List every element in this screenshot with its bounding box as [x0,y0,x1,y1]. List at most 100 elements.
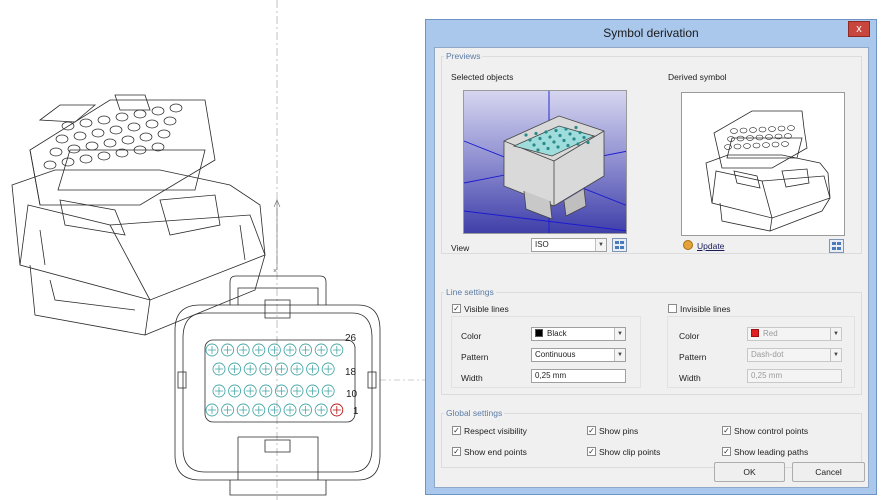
pin-hole [730,128,738,134]
show-pins-label: Show pins [599,426,639,436]
pin-symbol [221,403,235,417]
front-pin-grid [205,343,344,417]
show-leading-paths-checkbox[interactable]: ✓ [722,447,731,456]
pin-hole [758,126,767,133]
pin-symbol [236,343,250,357]
pin-hole [115,148,129,158]
update-link[interactable]: Update [697,241,725,251]
pin-symbol [252,403,266,417]
pin-symbol [321,384,335,398]
visible-color-label: Color [461,331,482,341]
pin-symbol [228,384,242,398]
dialog-titlebar[interactable]: Symbol derivation x [426,20,876,46]
pin-dot [564,127,568,131]
respect-visibility-checkbox[interactable]: ✓ [452,426,461,435]
invisible-pattern-label: Pattern [679,352,707,362]
dialog-title: Symbol derivation [603,26,699,40]
pin-dot [586,140,590,145]
symbol-derivation-dialog: Symbol derivation x Previews Selected ob… [425,19,877,495]
pin-hole [61,157,75,167]
selected-objects-preview[interactable] [463,90,627,234]
view-select[interactable]: ISO ▼ [531,238,607,252]
front-connector-view [174,275,381,496]
pin-hole [121,135,135,145]
invisible-color-value: Red [763,329,778,338]
pin-label-18: 18 [345,367,357,378]
invisible-pattern-select[interactable]: Dash-dot ▼ [747,348,842,362]
visible-lines-checkbox[interactable]: ✓ [452,304,461,313]
pin-dot [556,145,560,149]
line-settings-group [441,292,862,395]
pin-hole [151,142,165,152]
fit-view-right-icon[interactable] [829,239,844,253]
pin-symbol [306,362,320,376]
pin-symbol [299,403,313,417]
pin-symbol [259,384,273,398]
show-leading-paths-label: Show leading paths [734,447,809,457]
chevron-down-icon[interactable]: ▼ [830,349,841,361]
pin-symbol [314,343,328,357]
visible-pattern-select[interactable]: Continuous ▼ [531,348,626,362]
pin-hole [762,142,770,148]
dialog-client-area: Previews Selected objects Derived symbol [434,47,869,488]
invisible-lines-box [667,316,855,388]
line-settings-group-title: Line settings [444,287,496,297]
pin-hole [139,132,153,142]
pin-hole [133,145,147,155]
pin-hole [784,133,792,139]
pin-symbol [330,403,344,417]
ok-button[interactable]: OK [714,462,785,482]
chevron-down-icon[interactable]: ▼ [595,239,606,251]
pin-dot [582,135,586,140]
pin-hole [73,131,87,141]
chevron-down-icon[interactable]: ▼ [614,328,625,340]
chevron-down-icon[interactable]: ▼ [830,328,841,340]
pin-hole [733,143,742,150]
pin-symbol [290,362,304,376]
iso-connector-view [11,94,266,336]
pin-symbol [221,343,235,357]
pin-hole [765,134,773,140]
fit-view-left-icon[interactable] [612,238,627,252]
invisible-width-input[interactable]: 0,25 mm [747,369,842,383]
invisible-color-label: Color [679,331,700,341]
cancel-button[interactable]: Cancel [792,462,865,482]
pin-dot [554,128,558,133]
show-clip-points-checkbox[interactable]: ✓ [587,447,596,456]
pin-dot [562,138,566,143]
show-pins-checkbox[interactable]: ✓ [587,426,596,435]
visible-lines-box [451,316,641,388]
pin-symbol [283,343,297,357]
pin-dot [572,137,576,141]
show-control-points-checkbox[interactable]: ✓ [722,426,731,435]
pin-hole [97,115,111,125]
pin-hole [127,122,141,132]
pin-dot [578,130,582,135]
invisible-lines-checkbox[interactable] [668,304,677,313]
pin-dot [558,133,562,138]
show-end-points-checkbox[interactable]: ✓ [452,447,461,456]
pin-symbol [236,403,250,417]
pin-symbol [321,362,335,376]
pin-label-10: 10 [346,389,358,400]
previews-group-title: Previews [444,51,483,61]
chevron-down-icon[interactable]: ▼ [614,349,625,361]
visible-width-input[interactable]: 0,25 mm [531,369,626,383]
pin-hole [787,125,795,131]
pin-hole [724,144,732,150]
selected-objects-label: Selected objects [451,72,514,82]
derived-symbol-preview[interactable] [681,92,845,236]
visible-color-select[interactable]: Black ▼ [531,327,626,341]
pin-symbol [205,403,219,417]
invisible-pattern-value: Dash-dot [751,350,784,359]
pin-hole [727,136,735,142]
show-control-points-label: Show control points [734,426,809,436]
derived-symbol-label: Derived symbol [668,72,727,82]
pin-hole [736,135,745,142]
pin-hole [133,109,147,119]
update-icon[interactable] [683,240,693,250]
invisible-color-select[interactable]: Red ▼ [747,327,842,341]
close-button[interactable]: x [848,21,870,37]
pin-dot [548,135,552,139]
